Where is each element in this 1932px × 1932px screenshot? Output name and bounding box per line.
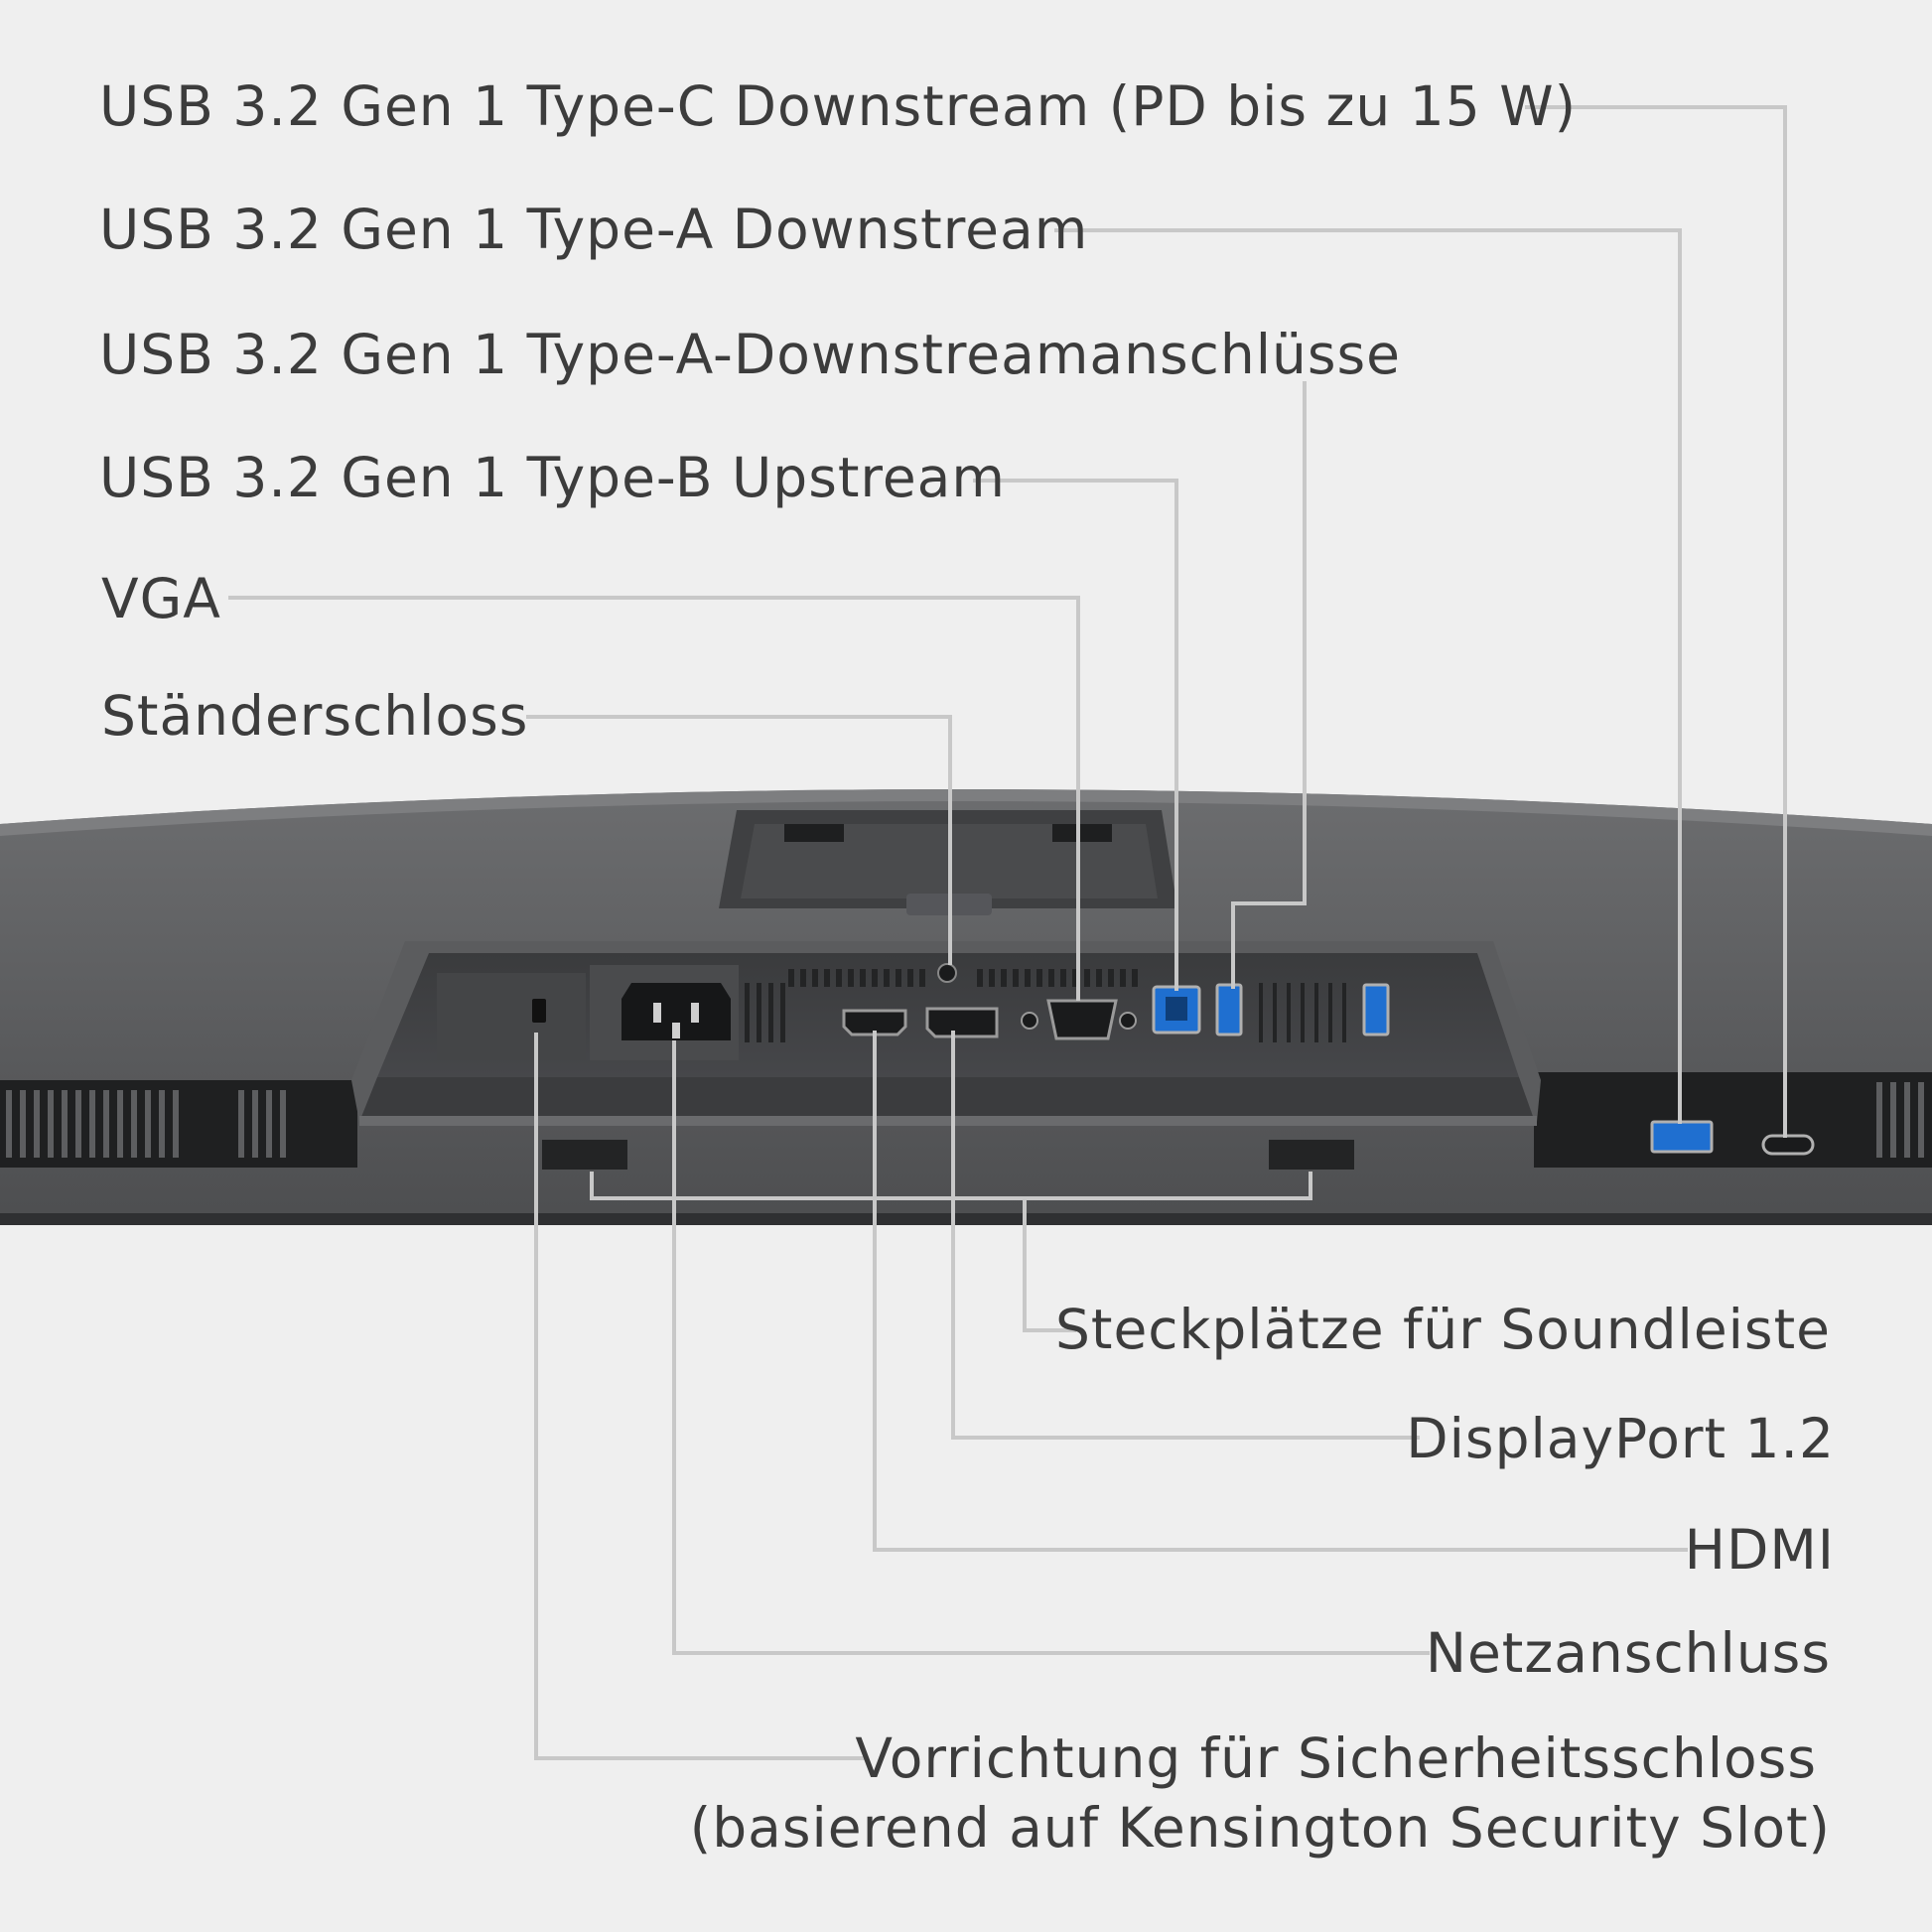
vga-port-icon — [1046, 999, 1118, 1040]
label-usb-a-downstream: USB 3.2 Gen 1 Type-A Downstream — [99, 198, 1089, 261]
label-security-lock-line1: Vorrichtung für Sicherheitsschloss — [855, 1726, 1817, 1790]
label-power: Netzanschluss — [1425, 1621, 1831, 1685]
leader-lines — [228, 105, 1787, 1760]
label-stand-lock: Ständerschloss — [101, 684, 529, 748]
label-usb-c-downstream: USB 3.2 Gen 1 Type-C Downstream (PD bis … — [99, 74, 1578, 138]
stand-lock-icon — [937, 963, 957, 983]
side-usb-a-port-icon — [1650, 1120, 1714, 1154]
label-usb-a-downstream-ports: USB 3.2 Gen 1 Type-A-Downstreamanschlüss… — [99, 323, 1402, 386]
kensington-slot-icon — [532, 999, 546, 1023]
label-soundbar-slots: Steckplätze für Soundleiste — [1054, 1298, 1831, 1361]
side-usb-c-port-icon — [1761, 1134, 1815, 1156]
usb-a-port-icon-2 — [1362, 983, 1390, 1036]
label-security-lock-line2: (basierend auf Kensington Security Slot) — [689, 1796, 1831, 1860]
label-vga: VGA — [101, 567, 221, 630]
label-usb-b-upstream: USB 3.2 Gen 1 Type-B Upstream — [99, 446, 1006, 509]
power-connector-icon — [621, 983, 731, 1040]
soundbar-slot-right — [1269, 1140, 1354, 1170]
hdmi-port-icon — [842, 1009, 907, 1036]
displayport-port-icon — [925, 1007, 999, 1038]
label-hdmi: HDMI — [1684, 1518, 1835, 1582]
soundbar-slot-left — [542, 1140, 627, 1170]
label-displayport: DisplayPort 1.2 — [1406, 1407, 1835, 1470]
usb-a-port-icon — [1215, 983, 1243, 1036]
right-vent — [1534, 1072, 1932, 1168]
